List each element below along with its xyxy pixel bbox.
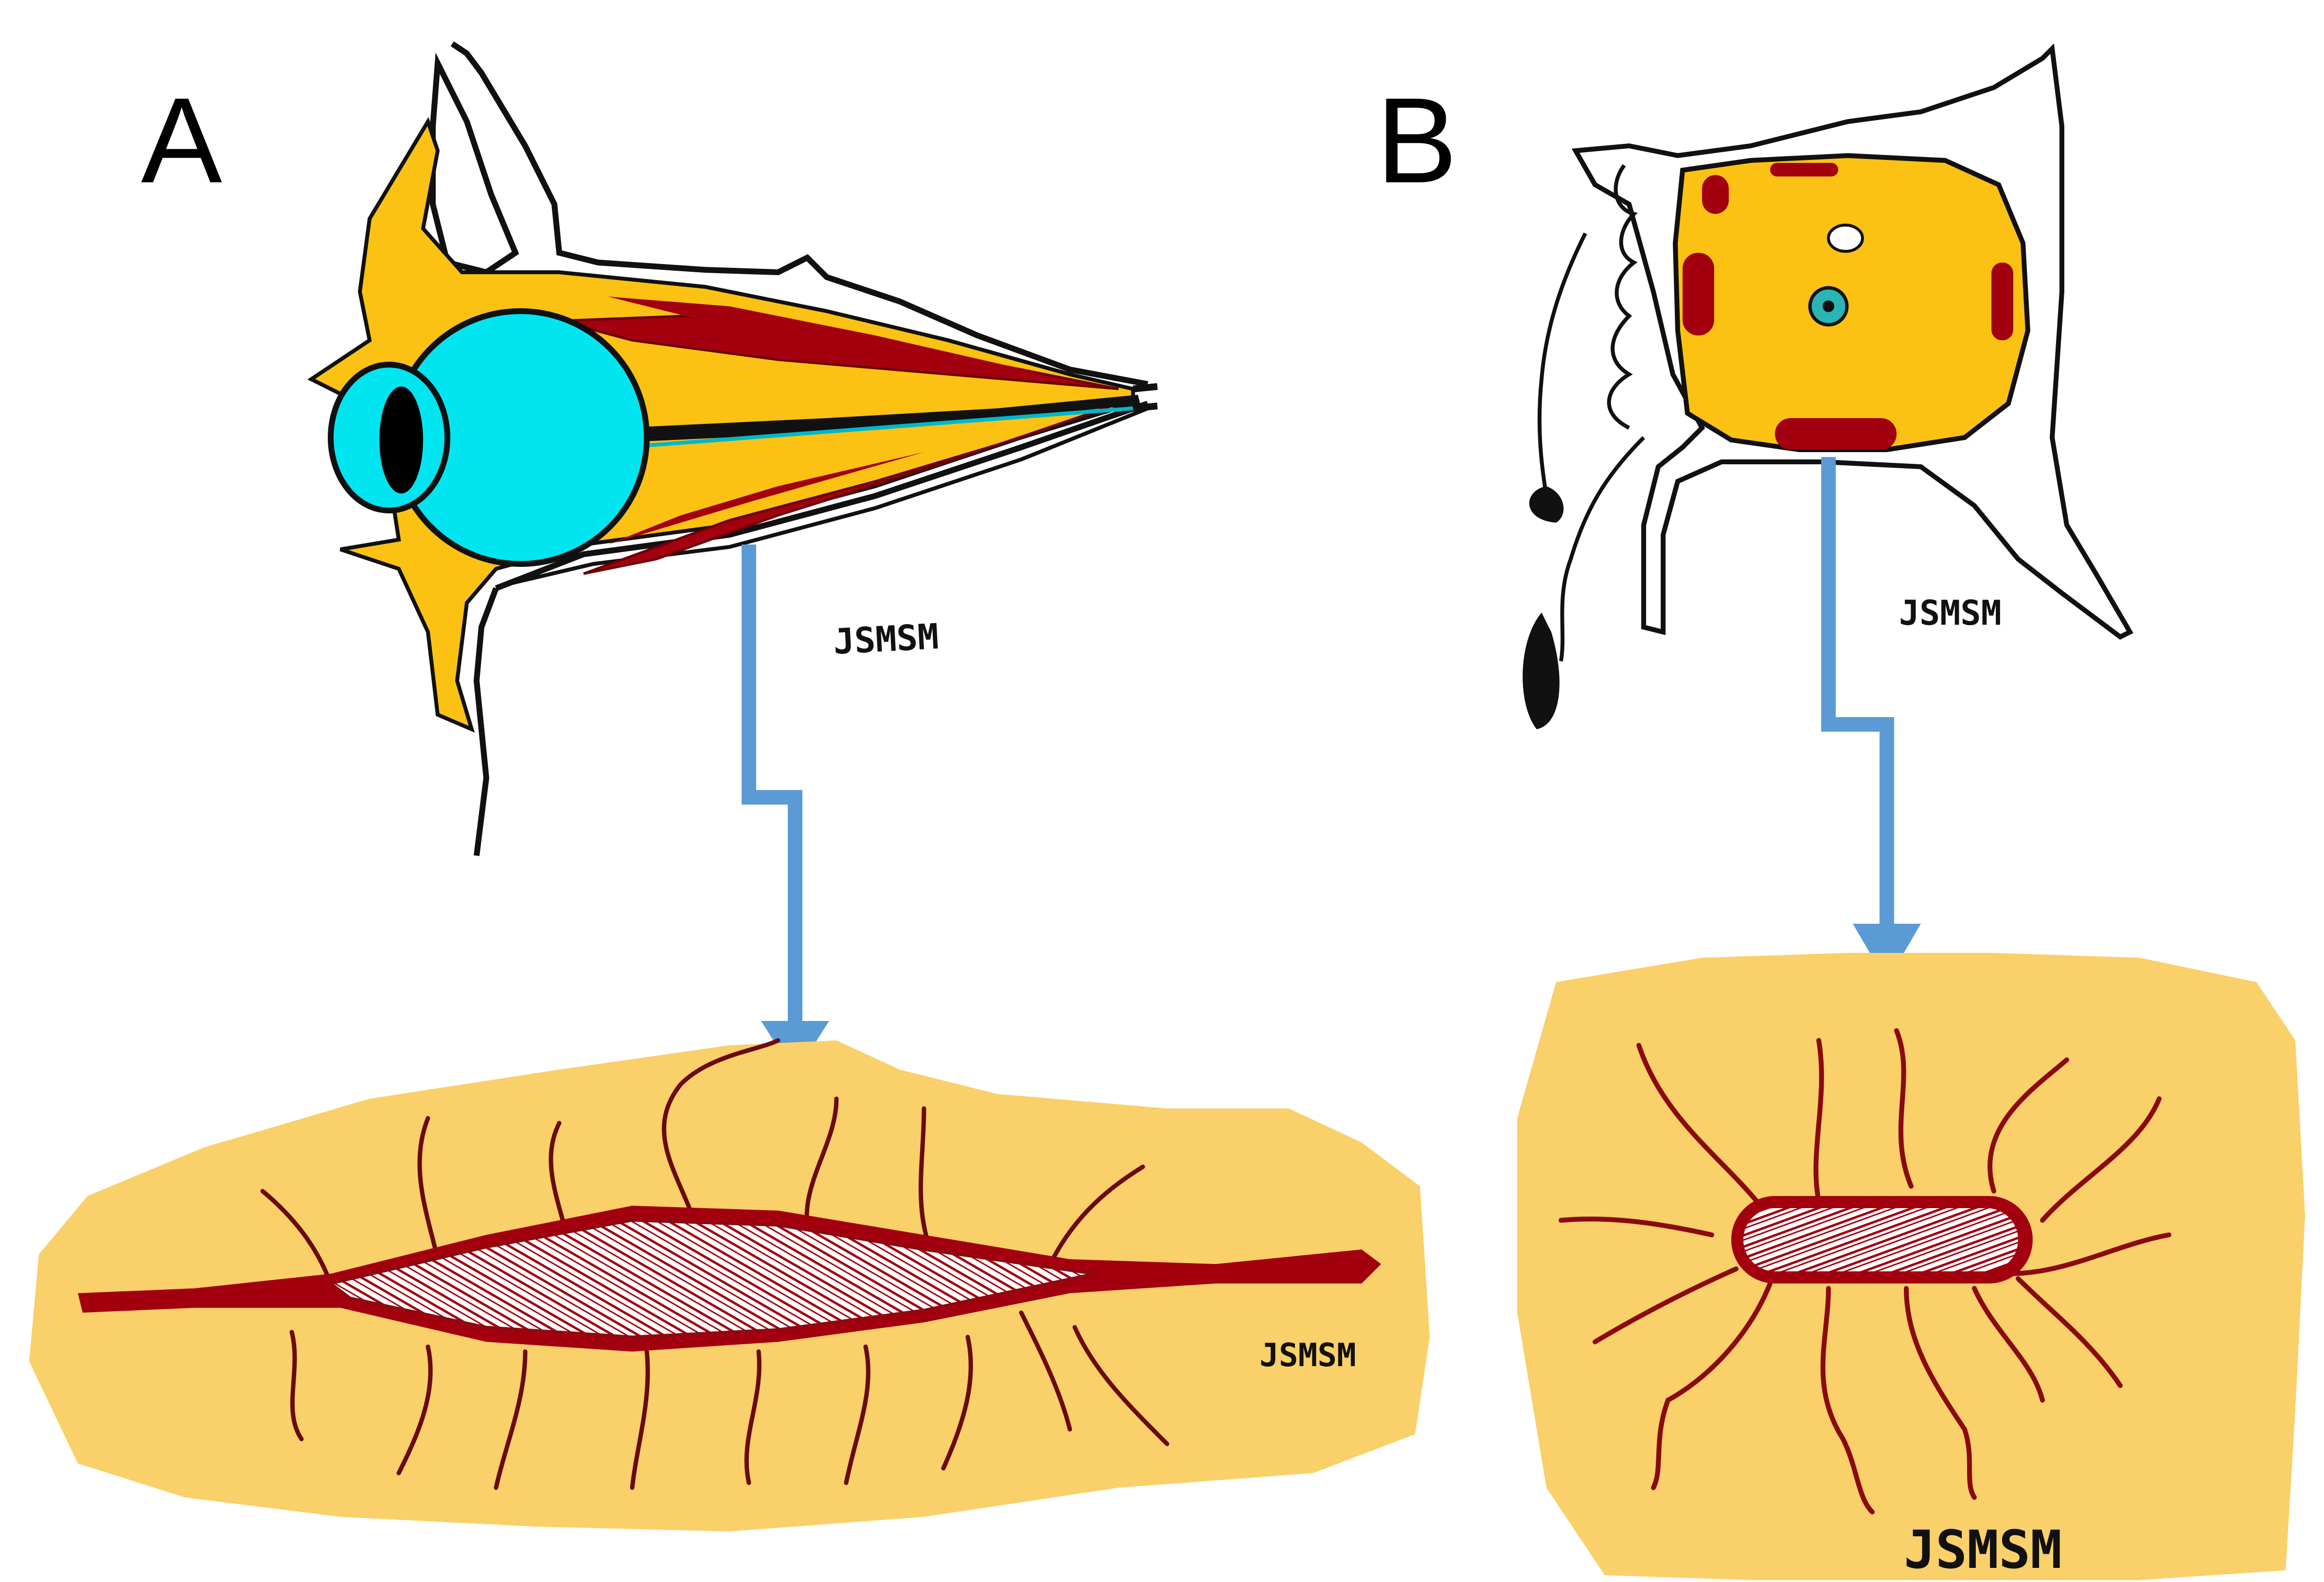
nerve-apex-tip-lower: [1133, 406, 1157, 408]
panel-a-label: A: [141, 72, 222, 208]
panel-b-watermark-lower: JSMSM: [1904, 1520, 2062, 1581]
panel-b-watermark-upper: JSMSM: [1899, 593, 2002, 633]
superior-vessel: [1828, 225, 1863, 251]
ethmoid-air-cells: [1540, 165, 1644, 661]
small-muscle-bundle-icon: [1517, 953, 2305, 1580]
zigzag-arrow-icon: [749, 545, 829, 1074]
lens-pupil: [379, 387, 423, 493]
small-muscle-fibers: [1743, 1208, 2018, 1271]
nasal-teardrop-lower: [1523, 613, 1560, 729]
optic-nerve-core: [1823, 300, 1834, 312]
spindle-muscle-icon: [29, 1040, 1430, 1531]
panel-b: B: [1376, 49, 2305, 1581]
nerve-apex-tip: [1133, 387, 1157, 389]
panel-a: A JSMSM: [29, 44, 1430, 1531]
panel-a-watermark-lower: JSMSM: [1260, 1336, 1356, 1374]
panel-a-watermark-upper: JSMSM: [832, 616, 940, 662]
orbit-bony-contour: [433, 63, 515, 272]
panel-b-label: B: [1376, 72, 1457, 208]
zigzag-arrow-icon: [1828, 457, 1921, 982]
orbit-lateral-section-icon: [311, 44, 1157, 856]
nasal-teardrop-upper: [1529, 486, 1564, 523]
